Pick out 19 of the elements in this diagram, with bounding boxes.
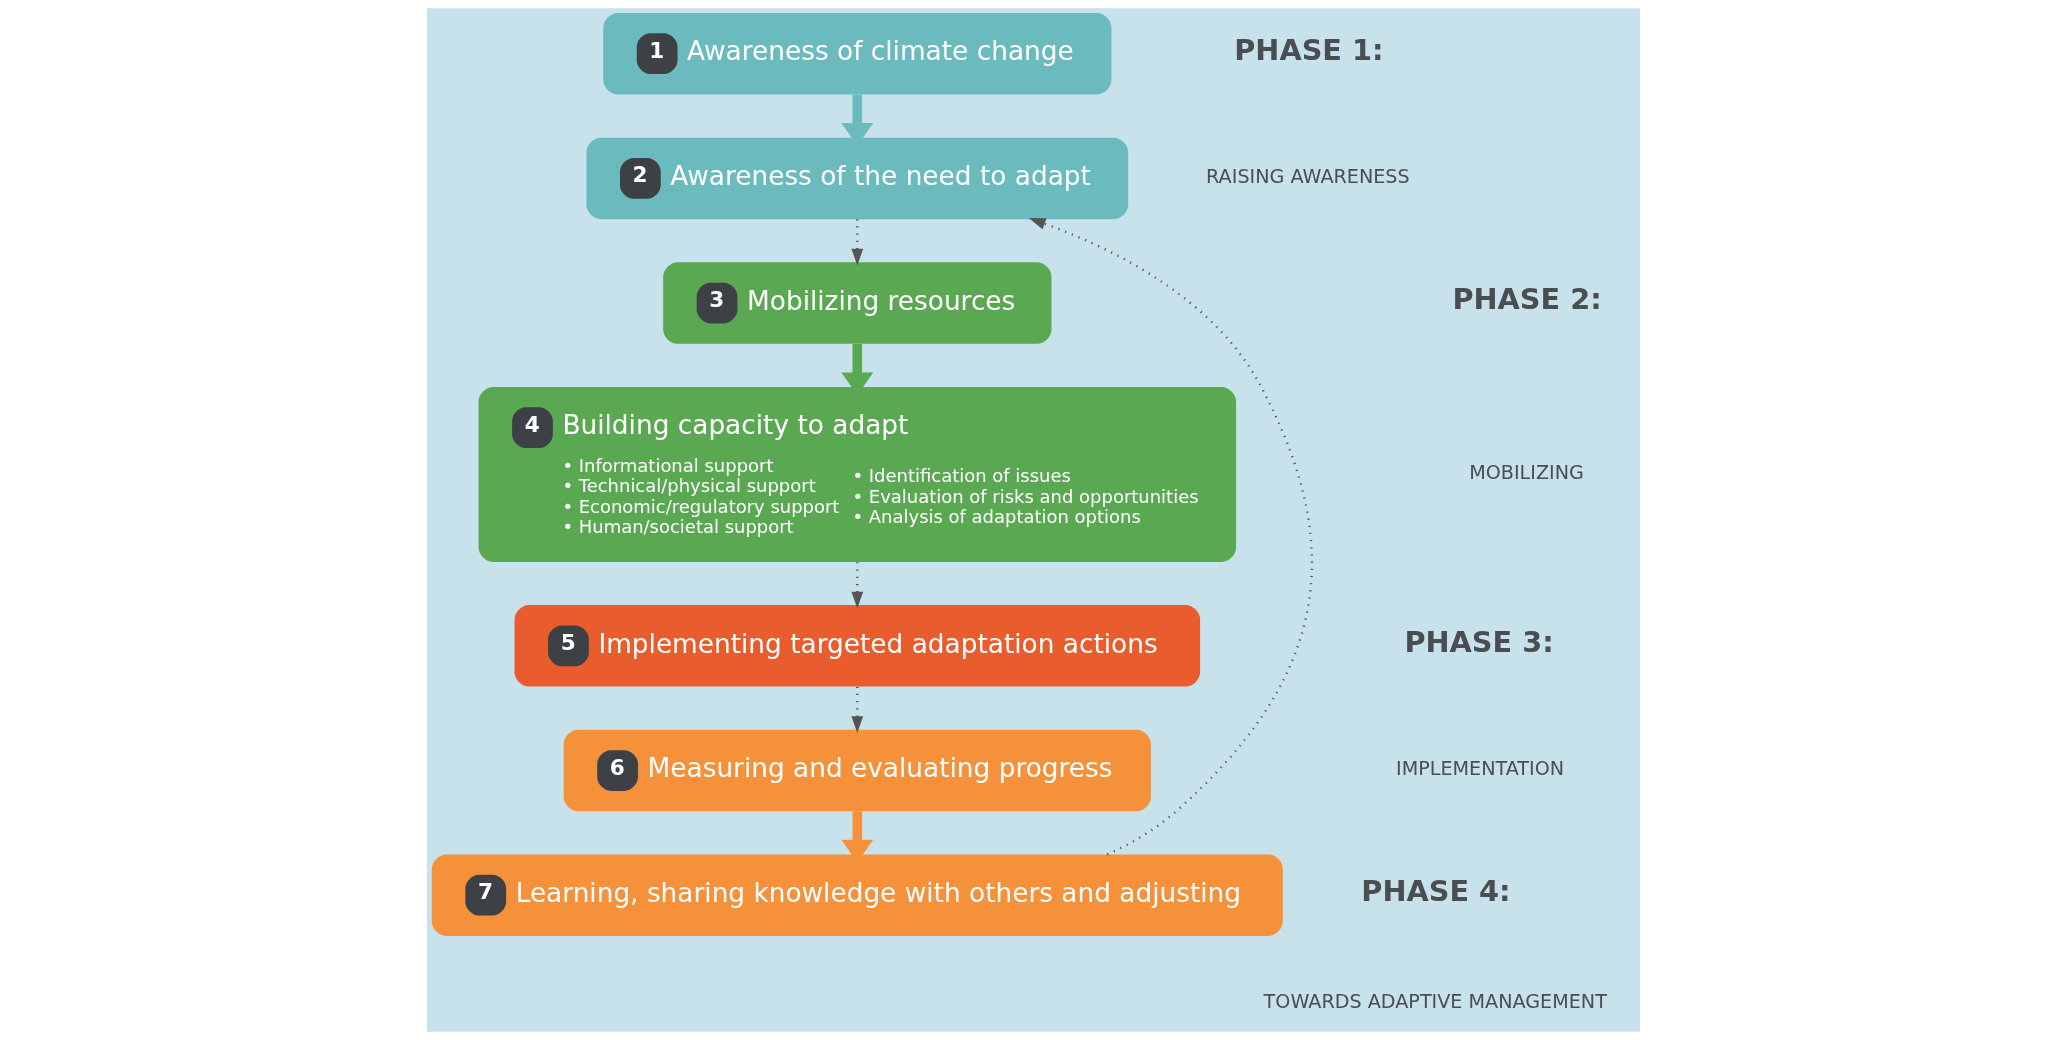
node-box: 6 Measuring and evaluating progress [563, 729, 1151, 812]
label: PHASE 1: [1234, 32, 1384, 67]
node-box: 5 Implementing targeted adaptation actions [514, 605, 1201, 687]
label: MOBILIZING [1469, 461, 1584, 485]
label: PHASE 2: [1452, 282, 1602, 317]
arrow [851, 219, 864, 266]
arrow [1028, 218, 1313, 856]
node-box: 2 Awareness of the need to adapt [586, 137, 1129, 220]
arrow [851, 562, 864, 609]
label: PHASE 4: [1361, 874, 1511, 909]
label: TOWARDS ADAPTIVE MANAGEMENT [1263, 989, 1607, 1013]
arrow [851, 686, 864, 734]
node-box: 7 Learning, sharing knowledge with others and adjusting [431, 854, 1283, 936]
label: IMPLEMENTATION [1396, 757, 1565, 781]
node-box: 3 Mobilizing resources [663, 262, 1052, 344]
label: PHASE 3: [1404, 625, 1554, 660]
label: RAISING AWARENESS [1206, 164, 1410, 188]
node-box: 4 Building capacity to adapt • Informational support • Technical/physical support • Economic/regulatory support • Human/societal support • Identification of issues • Evaluation of risks and opportunities • Analysis of adaptation options [478, 386, 1237, 562]
node-box: 1 Awareness of climate change [603, 13, 1112, 95]
